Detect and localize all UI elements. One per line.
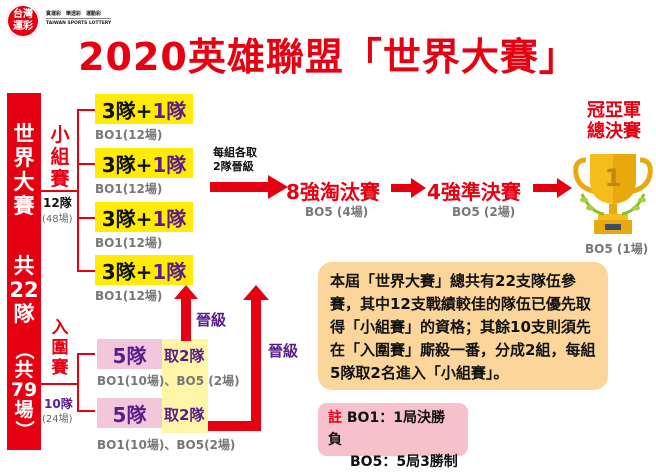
play-in-label: 入 圍 賽: [49, 318, 71, 378]
play-in-format-b: BO1(10場)、BO5(2場): [97, 438, 236, 452]
group-format-d: BO1(12場): [95, 289, 163, 303]
page-title: 2020英雄聯盟「世界大賽」: [78, 35, 578, 79]
world-championship-label: 世 界 大 賽: [7, 122, 41, 218]
label-char: 入: [51, 318, 69, 338]
group-box-c: 3隊+1隊: [95, 202, 193, 232]
label-char: 圍: [51, 338, 69, 358]
group-stage-matches: (48場): [42, 214, 73, 225]
description-note: 本屆「世界大賽」總共有22支隊伍參賽，其中12支戰績較佳的隊伍已優先取得「小組賽…: [318, 262, 608, 390]
quarterfinal-format: BO5 (4場): [305, 205, 369, 219]
connector-group-d: [77, 270, 95, 272]
group-box-b: 3隊+1隊: [95, 148, 193, 178]
group-stage-teams: 12隊: [43, 196, 72, 210]
play-in-teams: 10隊: [44, 397, 73, 411]
advance-note-line2: 2隊晉級: [213, 160, 254, 173]
trophy-icon: 1: [573, 154, 653, 234]
logo-text-line2: 運彩: [13, 21, 33, 32]
total-teams: 共 22 隊: [7, 254, 41, 326]
group-format-c: BO1(12場): [95, 236, 163, 250]
play-in-group-b: 5隊: [97, 398, 162, 428]
total-teams-number: 22: [9, 278, 39, 302]
connector-group: [41, 190, 77, 192]
arrow-up-elbow-icon: [208, 285, 269, 431]
play-in-take-b: 取2隊: [164, 406, 205, 424]
connector-playin-a: [77, 353, 95, 355]
play-in-format-a: BO1(10場)、BO5 (2場): [97, 374, 240, 388]
brand-en: TAIWAN SPORTS LOTTERY: [46, 18, 112, 28]
semifinal-format: BO5 (2場): [452, 205, 516, 219]
advance-note: 每組各取 2隊晉級: [213, 146, 257, 174]
total-matches-char: 場: [14, 399, 34, 421]
total-suffix: 隊: [13, 302, 35, 326]
label-char: 賽: [51, 358, 69, 378]
group-format-a: BO1(12場): [95, 128, 163, 142]
advance-note-line1: 每組各取: [213, 146, 257, 159]
connector-playin-vertical: [77, 353, 79, 411]
group-extra: 1隊: [152, 259, 187, 284]
legend-desc: ：5局3勝制: [382, 454, 458, 470]
play-in-take-a: 取2隊: [164, 347, 205, 365]
connector-group-b: [77, 163, 95, 165]
brand-zh: 賓運彩 樂透彩 運動彩: [46, 11, 102, 17]
taiwan-sports-lottery-logo: 台灣 運彩: [6, 4, 40, 38]
semifinal-label: 4強準決賽: [427, 180, 521, 204]
final-label-line2: 總決賽: [587, 121, 641, 142]
group-format-b: BO1(12場): [95, 182, 163, 196]
group-stage-label: 小 組 賽: [49, 124, 71, 190]
total-matches-char: 共: [14, 359, 34, 381]
group-base: 3隊+: [101, 206, 153, 231]
total-matches: （ 共 79 場 ）: [7, 340, 41, 440]
paren-open: （: [13, 340, 35, 360]
trophy-number: 1: [605, 164, 622, 192]
logo-text-line1: 台灣: [13, 9, 33, 20]
label-char: 世: [13, 122, 35, 146]
label-char: 大: [13, 170, 35, 194]
connector-group-a: [77, 109, 95, 111]
arrow-right-icon: [210, 175, 288, 199]
connector-group-vertical: [77, 109, 79, 271]
connector-playin-b: [77, 410, 95, 412]
total-matches-number: 79: [10, 379, 38, 401]
quarterfinal-label: 8強淘汰賽: [286, 180, 380, 204]
legend-row-bo5: BO5：5局3勝制: [328, 451, 458, 473]
arrow-right-icon: [533, 178, 572, 198]
group-base: 3隊+: [101, 152, 153, 177]
world-championship-bar: [7, 93, 41, 450]
play-in-group-a: 5隊: [97, 339, 162, 369]
connector-playin: [41, 383, 77, 385]
total-prefix: 共: [13, 254, 35, 278]
paren-close: ）: [13, 420, 35, 440]
brand-text: 賓運彩 樂透彩 運動彩 TAIWAN SPORTS LOTTERY: [46, 10, 112, 28]
legend-desc: ：1局決勝負: [328, 410, 445, 448]
label-char: 賽: [13, 194, 35, 218]
label-char: 賽: [50, 168, 70, 190]
play-in-matches: (24場): [42, 414, 73, 425]
group-extra: 1隊: [152, 206, 187, 231]
final-format: BO5 (1場): [585, 242, 649, 256]
final-label: 冠亞軍 總決賽: [578, 100, 650, 142]
legend: 註 BO1：1局決勝負 BO5：5局3勝制: [318, 403, 468, 470]
legend-prefix: 註: [328, 410, 342, 426]
connector-group-c: [77, 217, 95, 219]
group-box-a: 3隊+1隊: [95, 94, 193, 124]
legend-term: BO5: [350, 454, 383, 470]
group-extra: 1隊: [152, 152, 187, 177]
take-column: [162, 339, 208, 433]
group-base: 3隊+: [101, 259, 153, 284]
arrow-right-icon: [391, 178, 426, 198]
group-base: 3隊+: [101, 98, 153, 123]
arrow-up-icon: [174, 285, 198, 341]
label-char: 組: [50, 146, 70, 168]
legend-term: BO1: [346, 410, 380, 426]
advance-label-2: 晉級: [268, 342, 299, 360]
label-char: 小: [50, 124, 70, 146]
group-box-d: 3隊+1隊: [95, 255, 193, 285]
group-extra: 1隊: [152, 98, 187, 123]
label-char: 界: [13, 146, 35, 170]
advance-label-1: 晉級: [196, 311, 227, 329]
legend-row-bo1: 註 BO1：1局決勝負: [328, 407, 458, 451]
final-label-line1: 冠亞軍: [587, 100, 641, 121]
